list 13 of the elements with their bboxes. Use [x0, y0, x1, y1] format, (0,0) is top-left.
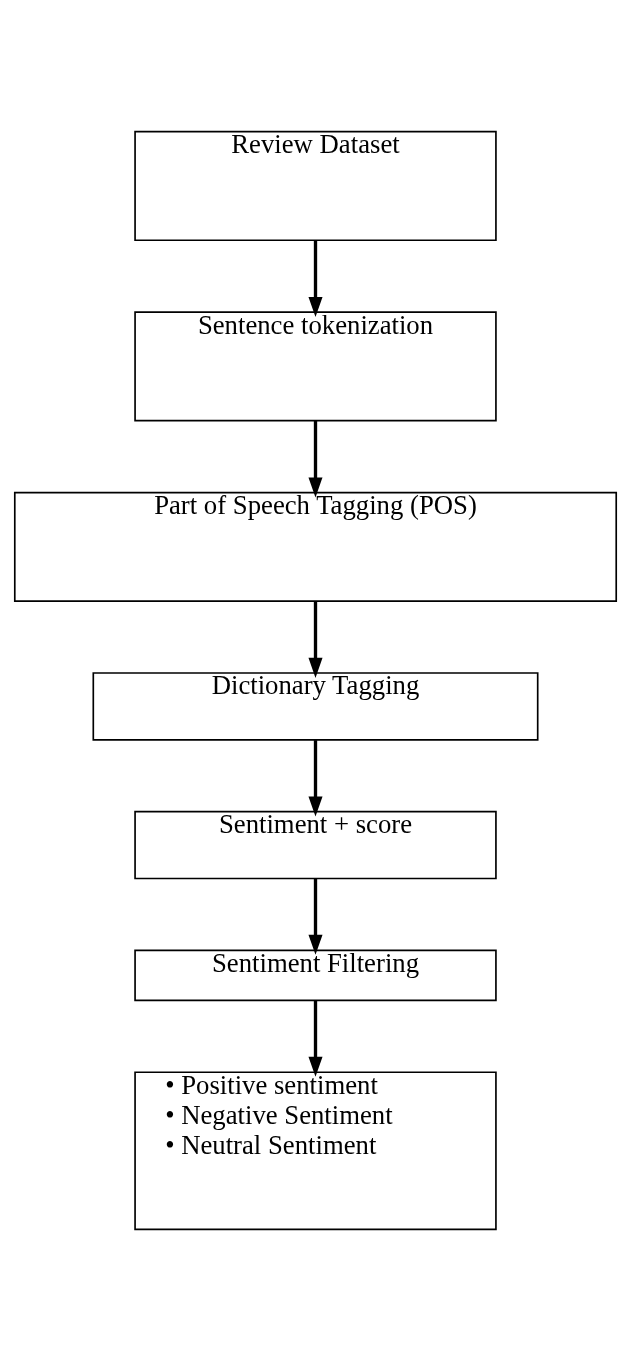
- arrow: [308, 740, 323, 817]
- arrow: [308, 878, 323, 955]
- node-box: Sentence tokenization: [134, 311, 497, 422]
- arrow: [308, 420, 323, 498]
- node-box: Sentiment + score: [134, 810, 497, 880]
- node-box: Part of Speech Tagging (POS): [13, 491, 618, 602]
- node-box: Review Dataset: [134, 130, 497, 242]
- node-box: Dictionary Tagging: [92, 672, 539, 741]
- node-box: Sentiment Filtering: [134, 949, 497, 1002]
- arrow: [308, 1000, 323, 1077]
- arrow: [308, 601, 323, 678]
- node-box: • Positive sentiment • Negative Sentiment • Neutral Sentiment: [134, 1071, 497, 1231]
- arrow: [308, 240, 323, 318]
